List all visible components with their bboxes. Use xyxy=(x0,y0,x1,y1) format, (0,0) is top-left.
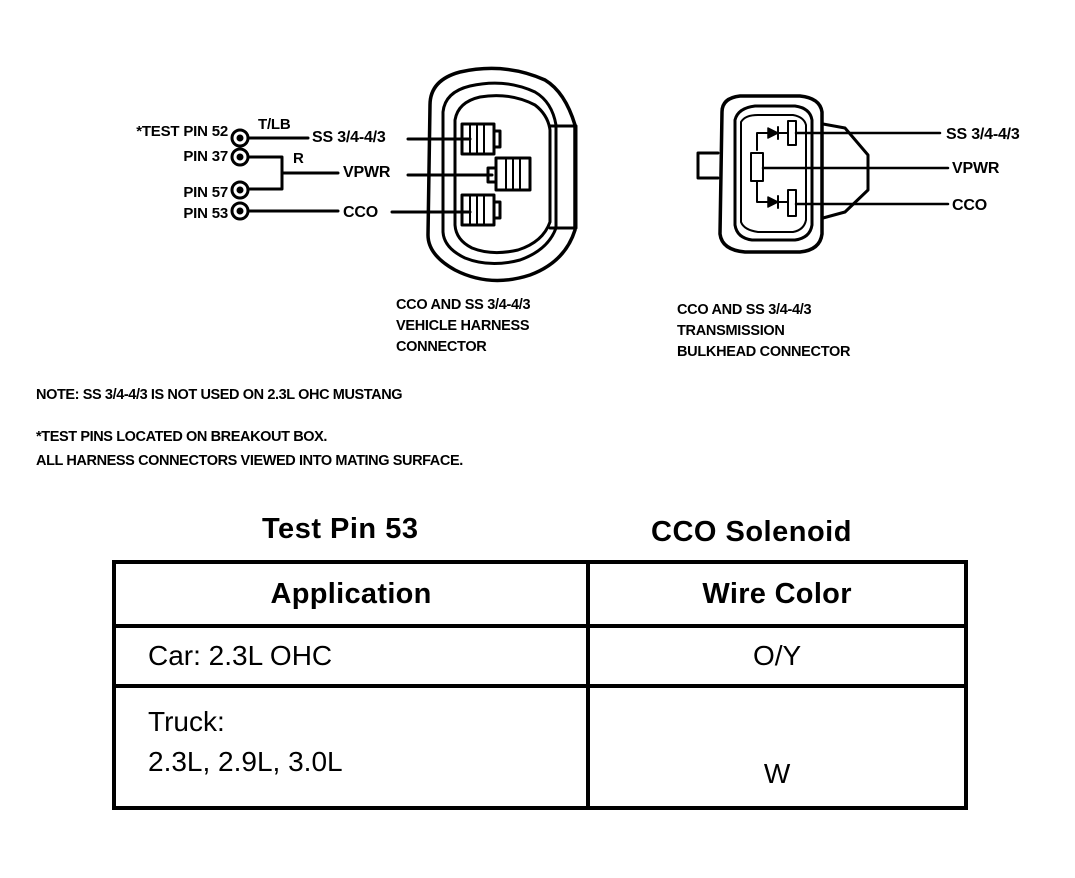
wire-color-t-lb: T/LB xyxy=(258,116,291,133)
header-application: Application xyxy=(111,560,591,628)
bulkhead-connector-shape xyxy=(696,94,870,254)
table-row: Car: 2.3L OHC O/Y xyxy=(111,624,968,688)
harness-caption-line-1: CCO AND SS 3/4-4/3 xyxy=(396,297,531,313)
harness-circuit-vpwr: VPWR xyxy=(343,164,391,181)
bulkhead-circuit-cco: CCO xyxy=(952,197,987,214)
note-mating-surface: ALL HARNESS CONNECTORS VIEWED INTO MATIN… xyxy=(36,453,463,469)
wire-color-cell: W xyxy=(586,684,968,810)
pin-57-label: PIN 57 xyxy=(183,184,228,201)
table-title-test-pin: Test Pin 53 xyxy=(262,513,419,545)
table-header-row: Application Wire Color xyxy=(111,560,968,628)
note-test-pins: *TEST PINS LOCATED ON BREAKOUT BOX. xyxy=(36,429,328,445)
application-text-line-1: Truck: xyxy=(148,706,225,737)
note-mustang: NOTE: SS 3/4-4/3 IS NOT USED ON 2.3L OHC… xyxy=(36,387,403,403)
bulkhead-connector-caption: CCO AND SS 3/4-4/3 TRANSMISSION BULKHEAD… xyxy=(677,300,850,363)
harness-caption-line-3: CONNECTOR xyxy=(396,339,487,355)
harness-circuit-cco: CCO xyxy=(343,204,378,221)
pin-37-label: PIN 37 xyxy=(183,148,228,165)
test-pin-52-label: *TEST PIN 52 xyxy=(136,123,228,140)
application-text-line-2: 2.3L, 2.9L, 3.0L xyxy=(148,746,343,777)
table-title-solenoid: CCO Solenoid xyxy=(651,516,852,548)
harness-connector-shape xyxy=(426,66,578,283)
bulkhead-circuit-ss: SS 3/4-4/3 xyxy=(946,126,1020,143)
application-text: Car: 2.3L OHC xyxy=(148,640,333,671)
bulkhead-caption-line-1: CCO AND SS 3/4-4/3 xyxy=(677,302,812,318)
wiring-diagram xyxy=(230,66,950,283)
wire-color-cell: O/Y xyxy=(586,624,968,688)
application-cell: Truck: 2.3L, 2.9L, 3.0L xyxy=(111,684,591,810)
bulkhead-caption-line-2: TRANSMISSION xyxy=(677,323,785,339)
test-pin-terminals xyxy=(230,128,250,221)
bulkhead-circuit-vpwr: VPWR xyxy=(952,160,1000,177)
header-wire-color: Wire Color xyxy=(586,560,968,628)
bulkhead-caption-line-3: BULKHEAD CONNECTOR xyxy=(677,344,851,360)
application-cell: Car: 2.3L OHC xyxy=(111,624,591,688)
harness-circuit-ss: SS 3/4-4/3 xyxy=(312,129,386,146)
table-row: Truck: 2.3L, 2.9L, 3.0L W xyxy=(111,684,968,810)
harness-caption-line-2: VEHICLE HARNESS xyxy=(396,318,530,334)
pin-53-label: PIN 53 xyxy=(183,205,228,222)
wire-color-table: Application Wire Color Car: 2.3L OHC O/Y… xyxy=(111,560,968,810)
harness-connector-caption: CCO AND SS 3/4-4/3 VEHICLE HARNESS CONNE… xyxy=(396,295,531,358)
wire-color-r: R xyxy=(293,150,304,167)
